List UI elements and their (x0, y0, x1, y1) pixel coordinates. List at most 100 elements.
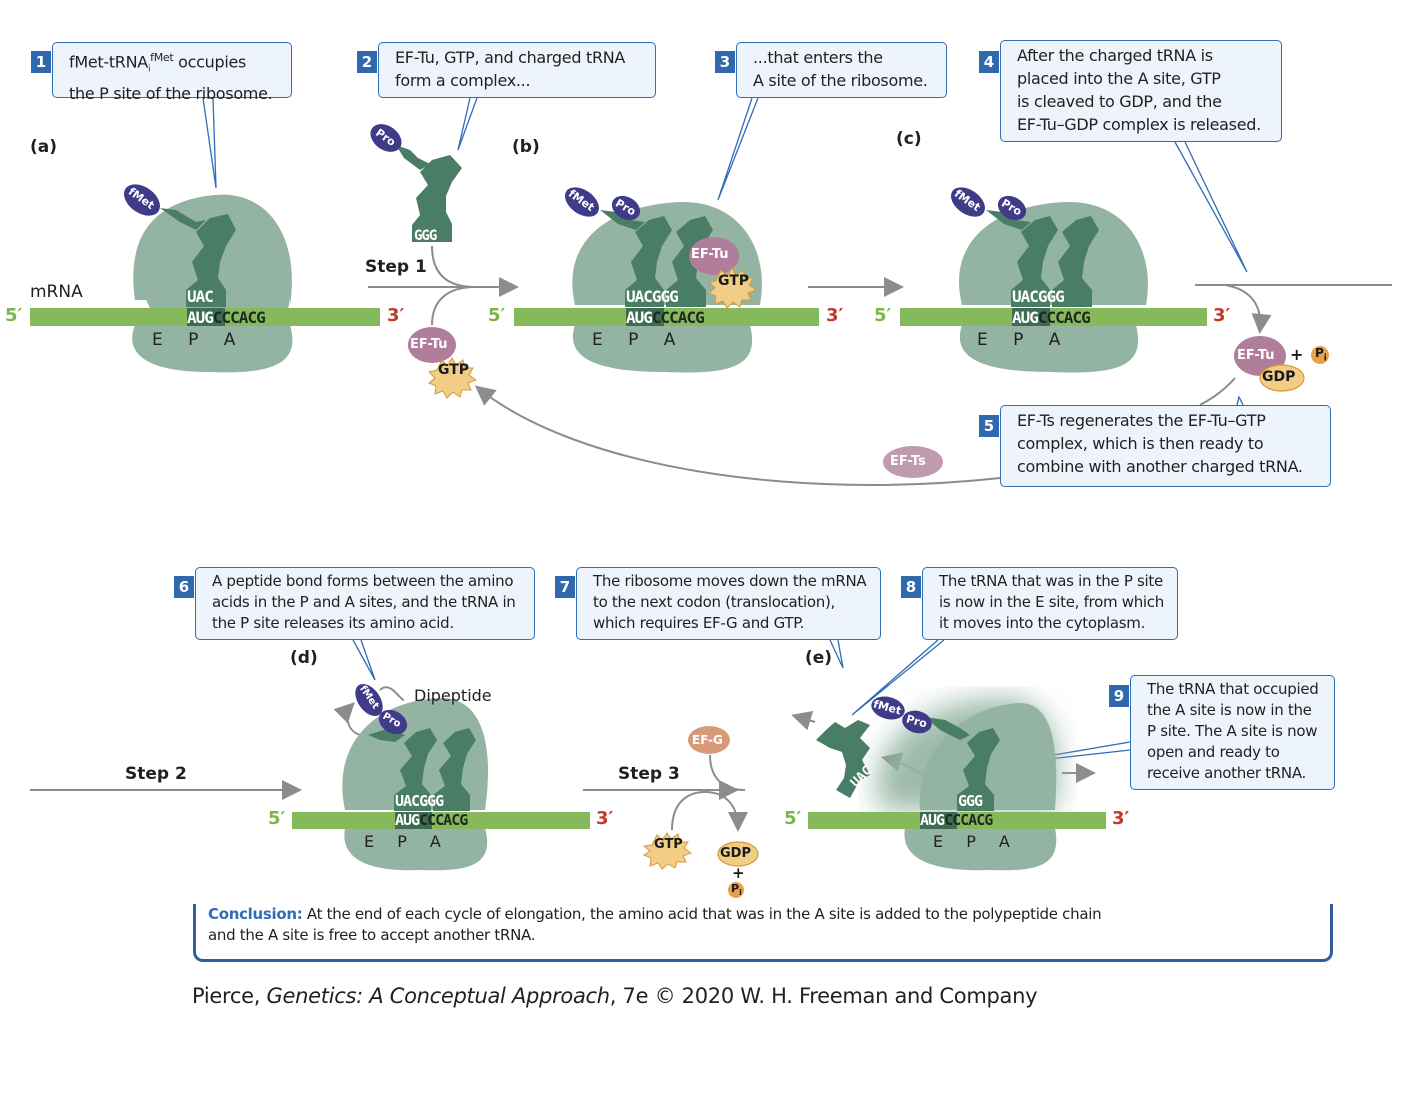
pro-aa-e (902, 710, 932, 734)
callout-8-line-2: is now in the E site, from which (939, 593, 1164, 611)
codon-seq-a: AUGCCCACG (187, 308, 266, 327)
three-prime-c: 3′ (1213, 305, 1231, 326)
callout-8-line-3: it moves into the cytoplasm. (939, 614, 1146, 632)
three-prime-d: 3′ (596, 808, 614, 829)
step-3-label: Step 3 (618, 764, 680, 784)
panel-c-ribosome (959, 201, 1148, 373)
gdp-label-step3: GDP (720, 846, 751, 861)
fmet-aa-a (123, 184, 161, 216)
callout-5-line-1: EF-Ts regenerates the EF-Tu–GTP (1017, 411, 1266, 430)
codon-p-c: AUG (1012, 308, 1039, 327)
anticodon-d: UACGGG (395, 792, 444, 810)
three-prime-b: 3′ (826, 305, 844, 326)
callout-1-line-1: fMet-tRNAifMet occupies (69, 51, 247, 75)
pointer-3 (717, 97, 759, 201)
gtp-label-cycle: GTP (438, 362, 470, 378)
panel-label-d: (d) (290, 648, 318, 668)
gdp-label-released: GDP (1262, 369, 1296, 385)
sites-c: E P A (977, 330, 1061, 350)
mrna-strand-d (292, 812, 590, 829)
callout-9-line-5: receive another tRNA. (1147, 764, 1307, 782)
callout-2-line-2: form a complex... (395, 71, 531, 90)
callout-7-line-1: The ribosome moves down the mRNA (593, 572, 867, 590)
conclusion-line-2: and the A site is free to accept another… (208, 926, 536, 944)
sites-b: E P A (592, 330, 676, 350)
conclusion-text: At the end of each cycle of elongation, … (302, 905, 1102, 923)
step1-join-top (431, 245, 476, 288)
five-prime-e: 5′ (784, 808, 802, 829)
callout-6-line-3: the P site releases its amino acid. (212, 614, 454, 632)
p-site-codon-d (395, 812, 432, 829)
plus-step3: + (732, 864, 745, 882)
codon-rest-d: CCCACG (419, 811, 468, 829)
panel-label-c: (c) (896, 129, 922, 149)
callout-2: EF-Tu, GTP, and charged tRNA form a comp… (378, 42, 656, 98)
callout-badge-6: 6 (174, 576, 194, 598)
anticodon-c: UACGGG (1012, 287, 1065, 306)
trnas-e (816, 717, 1000, 811)
fmet-aa-d (355, 683, 383, 717)
ef-g-label: EF-G (692, 733, 723, 747)
callout-6: A peptide bond forms between the amino a… (195, 567, 535, 640)
callout-badge-7: 7 (555, 576, 575, 598)
mrna-strand-c (900, 308, 1207, 326)
step-1-label: Step 1 (365, 257, 427, 277)
callout-badge-9: 9 (1109, 685, 1129, 707)
pi-subscript-step3: i (739, 888, 742, 898)
pi-letter: P (1315, 346, 1324, 360)
gtp-starburst-b (707, 267, 758, 309)
callout-7: The ribosome moves down the mRNA to the … (576, 567, 881, 640)
ef-ts-label: EF-Ts (890, 454, 926, 469)
codon-seq-d: AUGCCCACG (395, 811, 468, 829)
anticodon-b: UACGGG (626, 287, 679, 306)
e-site-codon-e (920, 812, 957, 829)
pointer-2 (457, 97, 478, 151)
callout-9-line-1: The tRNA that occupied (1147, 680, 1319, 698)
callout-8: The tRNA that was in the P site is now i… (922, 567, 1178, 640)
pi-label-step3: Pi (731, 882, 742, 897)
gdp-step3 (717, 841, 759, 867)
codon-rest-c: CCCACG (1037, 308, 1091, 327)
five-prime-b: 5′ (488, 305, 506, 326)
callout-2-line-1: EF-Tu, GTP, and charged tRNA (395, 48, 626, 67)
pi-released (1311, 346, 1329, 364)
anticodon-e: GGG (958, 792, 983, 810)
pointer-7 (829, 639, 844, 669)
five-prime-c: 5′ (874, 305, 892, 326)
conclusion-line-1: Conclusion: At the end of each cycle of … (208, 904, 1330, 925)
callout-4-line-3: is cleaved to GDP, and the (1017, 92, 1222, 111)
callout-7-line-2: to the next codon (translocation), (593, 593, 835, 611)
gdp-released (1259, 364, 1305, 392)
regeneration-arrow (474, 385, 1001, 486)
gtp-starburst-cycle (428, 357, 478, 399)
exiting-trna (816, 720, 870, 798)
credit-book-title: Genetics: A Conceptual Approach (266, 984, 611, 1008)
p-site-codon-c (1012, 308, 1050, 326)
pointer-6 (352, 639, 376, 681)
three-prime-e: 3′ (1112, 808, 1130, 829)
callout-4-line-1: After the charged tRNA is (1017, 46, 1213, 65)
ef-tu-label-released: EF-Tu (1237, 348, 1275, 363)
callout-5-line-3: combine with another charged tRNA. (1017, 457, 1303, 476)
callout-5-line-2: complex, which is then ready to (1017, 434, 1264, 453)
pointer-1 (202, 97, 217, 189)
dipeptide-label: Dipeptide (414, 686, 492, 705)
ef-tu-label-b: EF-Tu (691, 247, 729, 262)
callout-badge-2: 2 (357, 51, 377, 73)
codon-rest-e: CCCACG (944, 811, 993, 829)
codon-seq-b: AUGCCCACG (626, 308, 705, 327)
callout-4-line-4: EF-Tu–GDP complex is released. (1017, 115, 1261, 134)
trnas-c (986, 210, 1099, 307)
callout-badge-8: 8 (901, 576, 921, 598)
ef-tu-b (689, 237, 739, 275)
callout-badge-1: 1 (31, 51, 51, 73)
fmet-aa-b (564, 187, 600, 217)
codon-seq-c: AUGCCCACG (1012, 308, 1091, 327)
three-prime-a: 3′ (387, 305, 405, 326)
trnas-b (600, 210, 713, 307)
pointer-8 (851, 639, 945, 716)
callout-5: EF-Ts regenerates the EF-Tu–GTP complex,… (1000, 405, 1331, 487)
callout-8-line-1: The tRNA that was in the P site (939, 572, 1163, 590)
pointer-4 (1174, 141, 1248, 273)
